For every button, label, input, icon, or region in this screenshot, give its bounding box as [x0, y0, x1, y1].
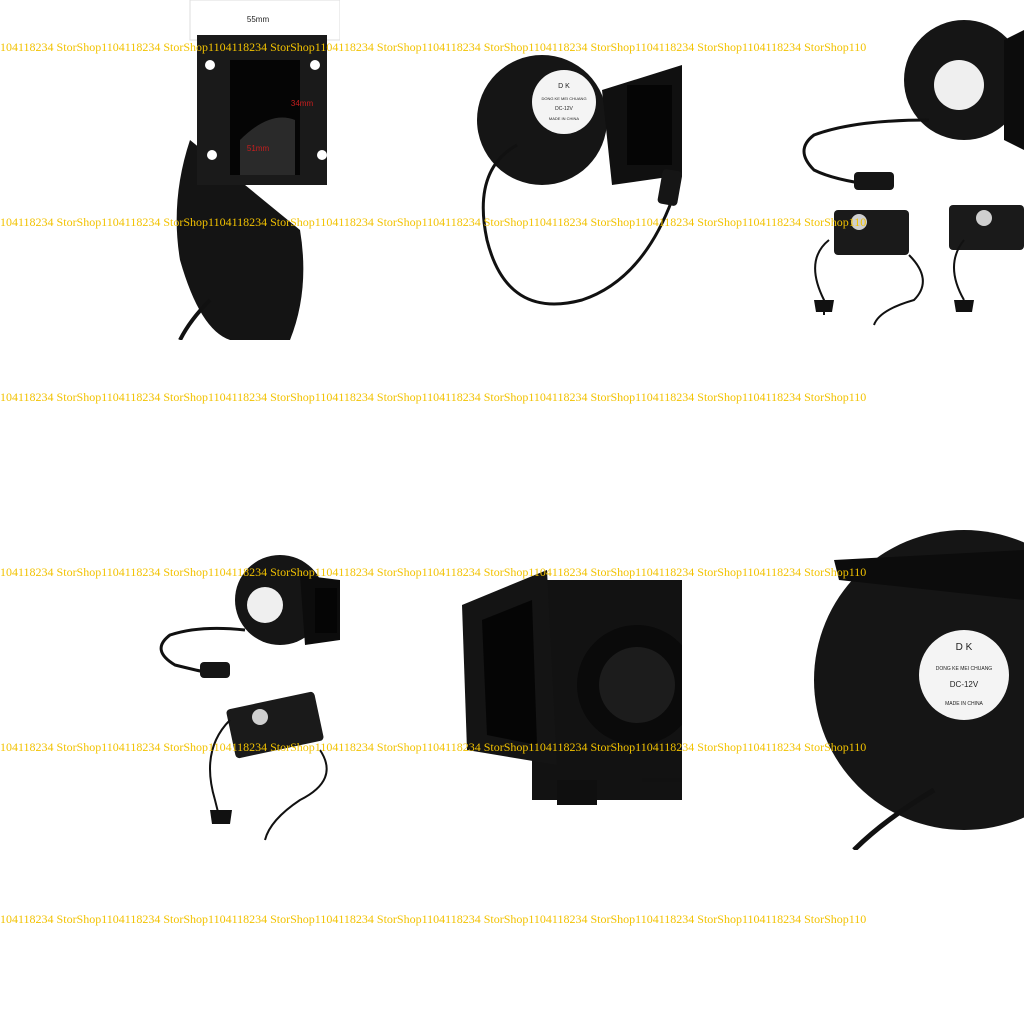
- photo-fan-side: D K DONG KE MEI CHUANG DC-12V MADE IN CH…: [342, 0, 682, 340]
- fan-side-image: D K DONG KE MEI CHUANG DC-12V MADE IN CH…: [477, 55, 682, 306]
- fan-label-voltage: DC-12V: [555, 106, 573, 112]
- photo-fan-label-closeup: D K DONG KE MEI CHUANG DC-12V MADE IN CH…: [684, 510, 1024, 850]
- closeup-label-voltage: DC-12V: [950, 680, 979, 689]
- closeup-label-brand: D K: [956, 642, 973, 653]
- photo-fan-outlet-closeup: [342, 510, 682, 850]
- dimension-inner-label: 51mm: [247, 144, 270, 153]
- fan-label-brand: D K: [558, 83, 570, 90]
- fan-outlet-image: [462, 570, 682, 805]
- closeup-label-origin: MADE IN CHINA: [945, 701, 983, 707]
- fan-adapters-image: [802, 20, 1024, 326]
- fan-label-maker: DONG KE MEI CHUANG: [541, 96, 586, 101]
- fan-label-image: D K DONG KE MEI CHUANG DC-12V MADE IN CH…: [814, 530, 1024, 850]
- fan-adapter-image: [159, 555, 340, 841]
- fan-dimensions-image: 55mm 34mm 51mm: [176, 0, 340, 340]
- photo-fan-dimensions: 55mm 34mm 51mm: [0, 0, 340, 340]
- photo-fan-with-adapter: [0, 510, 340, 850]
- dimension-height-label: 34mm: [291, 99, 314, 108]
- dimension-width-label: 55mm: [247, 15, 270, 24]
- fan-label-origin: MADE IN CHINA: [549, 116, 580, 121]
- closeup-label-maker: DONG KE MEI CHUANG: [936, 666, 993, 672]
- photo-fan-with-adapters: [684, 0, 1024, 340]
